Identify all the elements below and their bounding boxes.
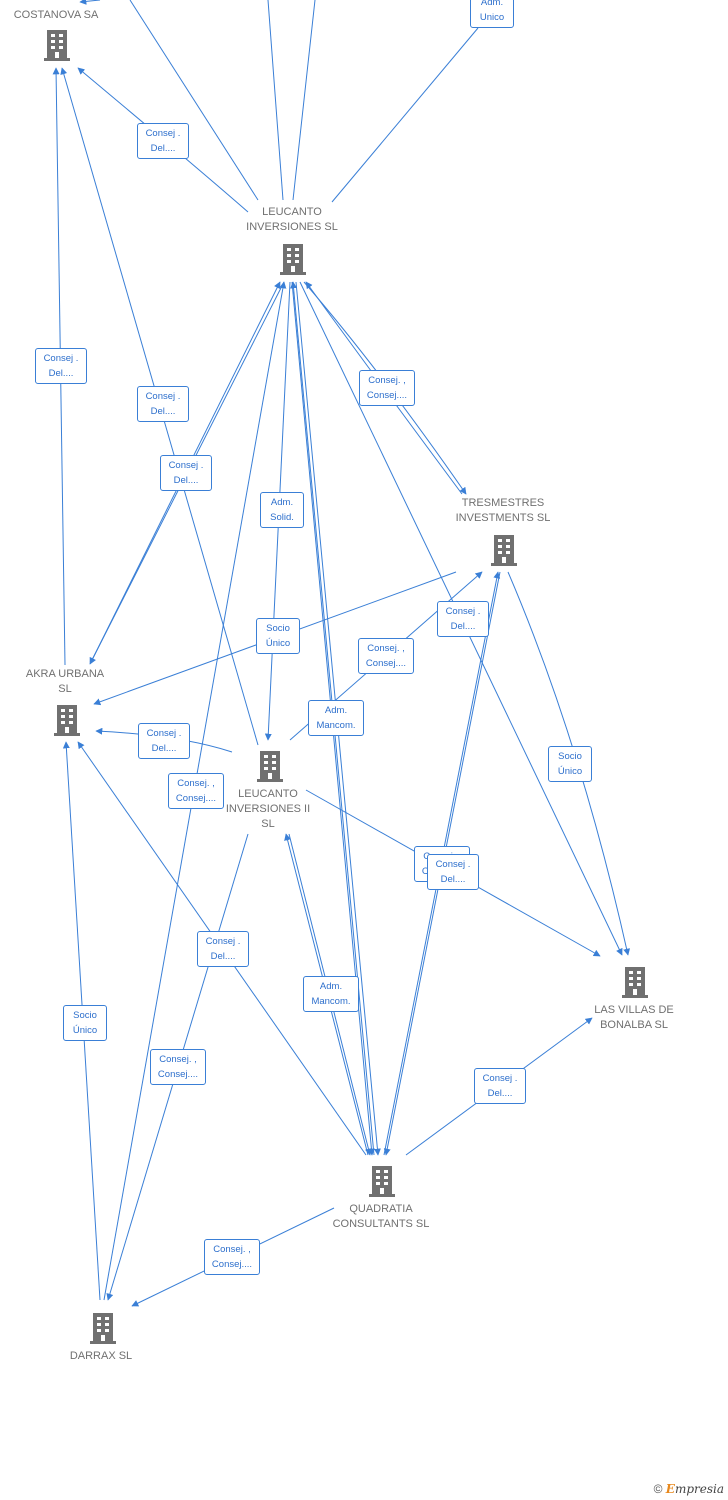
edge-leucanto-up-1	[129, 0, 259, 201]
edge-label-consej-consej[interactable]: Consej. , Consej....	[204, 1239, 260, 1275]
edges	[52, 0, 631, 1307]
edge-label-consej-del[interactable]: Consej . Del....	[137, 123, 189, 159]
edge-label-adm-unico[interactable]: Adm. Unico	[470, 0, 514, 28]
edge-label-consej-del[interactable]: Consej . Del....	[138, 723, 190, 759]
brand-logo: Empresia	[665, 1482, 724, 1496]
edge-label-adm-solid[interactable]: Adm. Solid.	[260, 492, 304, 528]
edge-offscreen-costanova	[79, 0, 101, 5]
edge-leucanto-adm-unico	[331, 27, 479, 203]
node-label-leucanto[interactable]: LEUCANTO INVERSIONES SL	[246, 206, 338, 233]
building-icon[interactable]	[491, 535, 517, 566]
edge-label-adm-mancom[interactable]: Adm. Mancom.	[308, 700, 364, 736]
node-label-tresmestres[interactable]: TRESMESTRES INVESTMENTS SL	[455, 497, 551, 524]
node-label-quadratia[interactable]: QUADRATIA CONSULTANTS SL	[332, 1203, 430, 1230]
building-icon[interactable]	[54, 705, 80, 736]
node-label-akra[interactable]: AKRA URBANA SL	[25, 668, 105, 695]
footer-brand: © Empresia	[654, 1482, 724, 1496]
edge-label-socio-unico[interactable]: Socio Único	[256, 618, 300, 654]
edge-label-consej-del[interactable]: Consej . Del....	[437, 601, 489, 637]
node-label-costanova[interactable]: COSTANOVA SA	[13, 9, 99, 21]
building-icon[interactable]	[622, 967, 648, 998]
edge-label-socio-unico[interactable]: Socio Único	[63, 1005, 107, 1041]
node-label-lasvillas[interactable]: LAS VILLAS DE BONALBA SL	[594, 1004, 674, 1031]
node-label-darrax[interactable]: DARRAX SL	[69, 1350, 133, 1362]
building-icon[interactable]	[257, 751, 283, 782]
building-icon[interactable]	[90, 1313, 116, 1344]
edge-label-consej-del[interactable]: Consej . Del....	[474, 1068, 526, 1104]
edge-leucanto-up-2	[267, 0, 284, 201]
edge-label-consej-del[interactable]: Consej . Del....	[160, 455, 212, 491]
edge-label-consej-consej[interactable]: Consej. , Consej....	[358, 638, 414, 674]
edge-label-consej-del[interactable]: Consej . Del....	[137, 386, 189, 422]
edge-label-socio-unico[interactable]: Socio Único	[548, 746, 592, 782]
edge-label-consej-consej[interactable]: Consej. , Consej....	[168, 773, 224, 809]
edge-label-consej-del[interactable]: Consej . Del....	[427, 854, 479, 890]
building-icon[interactable]	[369, 1166, 395, 1197]
copyright-symbol: ©	[653, 1482, 663, 1496]
edge-label-consej-consej[interactable]: Consej. , Consej....	[150, 1049, 206, 1085]
edge-leucanto-up-3	[292, 0, 316, 201]
edge-label-consej-del[interactable]: Consej . Del....	[35, 348, 87, 384]
node-icons	[43, 28, 648, 1344]
edge-label-consej-del[interactable]: Consej . Del....	[197, 931, 249, 967]
building-icon[interactable]	[280, 244, 306, 275]
edge-label-adm-mancom[interactable]: Adm. Mancom.	[303, 976, 359, 1012]
node-label-leucanto2[interactable]: LEUCANTO INVERSIONES II SL	[225, 788, 311, 830]
edge-label-consej-consej[interactable]: Consej. , Consej....	[359, 370, 415, 406]
building-icon[interactable]	[43, 28, 71, 61]
